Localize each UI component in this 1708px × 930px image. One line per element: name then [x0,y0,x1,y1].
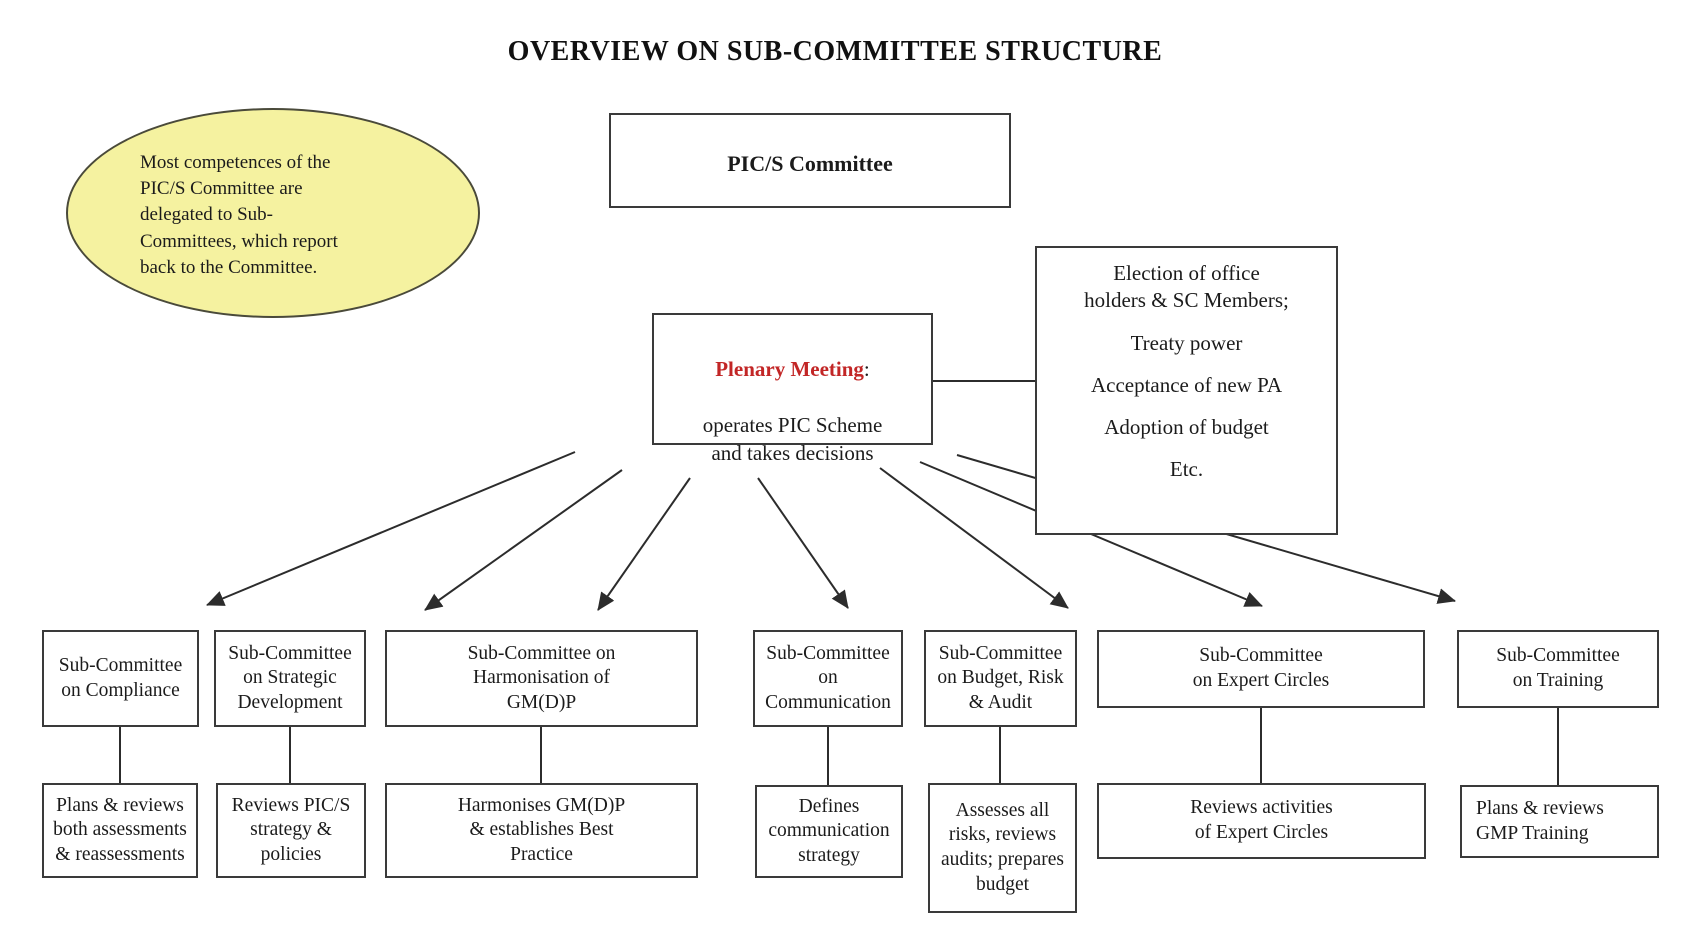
plenary-meeting-box: Plenary Meeting: operates PIC Scheme and… [652,313,933,465]
role-box-harmonisation: Harmonises GM(D)P & establishes Best Pra… [385,783,698,878]
powers-item: Treaty power [1130,330,1243,355]
role-box-compliance: Plans & reviews both assessments & reass… [42,783,198,878]
plenary-heading: Plenary Meeting: [715,356,870,381]
plenary-body: operates PIC Scheme and takes decisions [702,412,883,465]
subcommittee-box-budget: Sub-Committee on Budget, Risk & Audit [924,630,1077,727]
note-bubble-text: Most competences of the PIC/S Committee … [140,152,338,278]
subcommittee-box-expert-circles: Sub-Committee on Expert Circles [1097,630,1425,708]
role-box-communication: Defines communication strategy [755,785,903,878]
subcommittee-box-training: Sub-Committee on Training [1457,630,1659,708]
subcommittee-box-harmonisation: Sub-Committee on Harmonisation of GM(D)P [385,630,698,727]
note-bubble: Most competences of the PIC/S Committee … [66,108,480,318]
committee-powers-box: Election of office holders & SC Members;… [1035,246,1338,535]
subcommittee-box-compliance: Sub-Committee on Compliance [42,630,199,727]
subcommittee-box-communication: Sub-Committee on Communication [753,630,903,727]
powers-item: Acceptance of new PA [1090,372,1283,397]
powers-item: Adoption of budget [1104,415,1269,440]
role-box-expert-circles: Reviews activities of Expert Circles [1097,783,1426,859]
powers-item: Etc. [1169,457,1204,482]
subcommittee-box-strategic: Sub-Committee on Strategic Development [214,630,366,727]
role-box-training: Plans & reviews GMP Training [1460,785,1659,858]
powers-item: Election of office holders & SC Members; [1084,261,1289,313]
role-box-budget: Assesses all risks, reviews audits; prep… [928,783,1077,913]
pics-committee-label: PIC/S Committee [727,151,893,176]
page-title: OVERVIEW ON SUB-COMMITTEE STRUCTURE [507,36,1163,67]
pics-committee-box: PIC/S Committee [609,113,1011,208]
role-box-strategic: Reviews PIC/S strategy & policies [216,783,366,878]
